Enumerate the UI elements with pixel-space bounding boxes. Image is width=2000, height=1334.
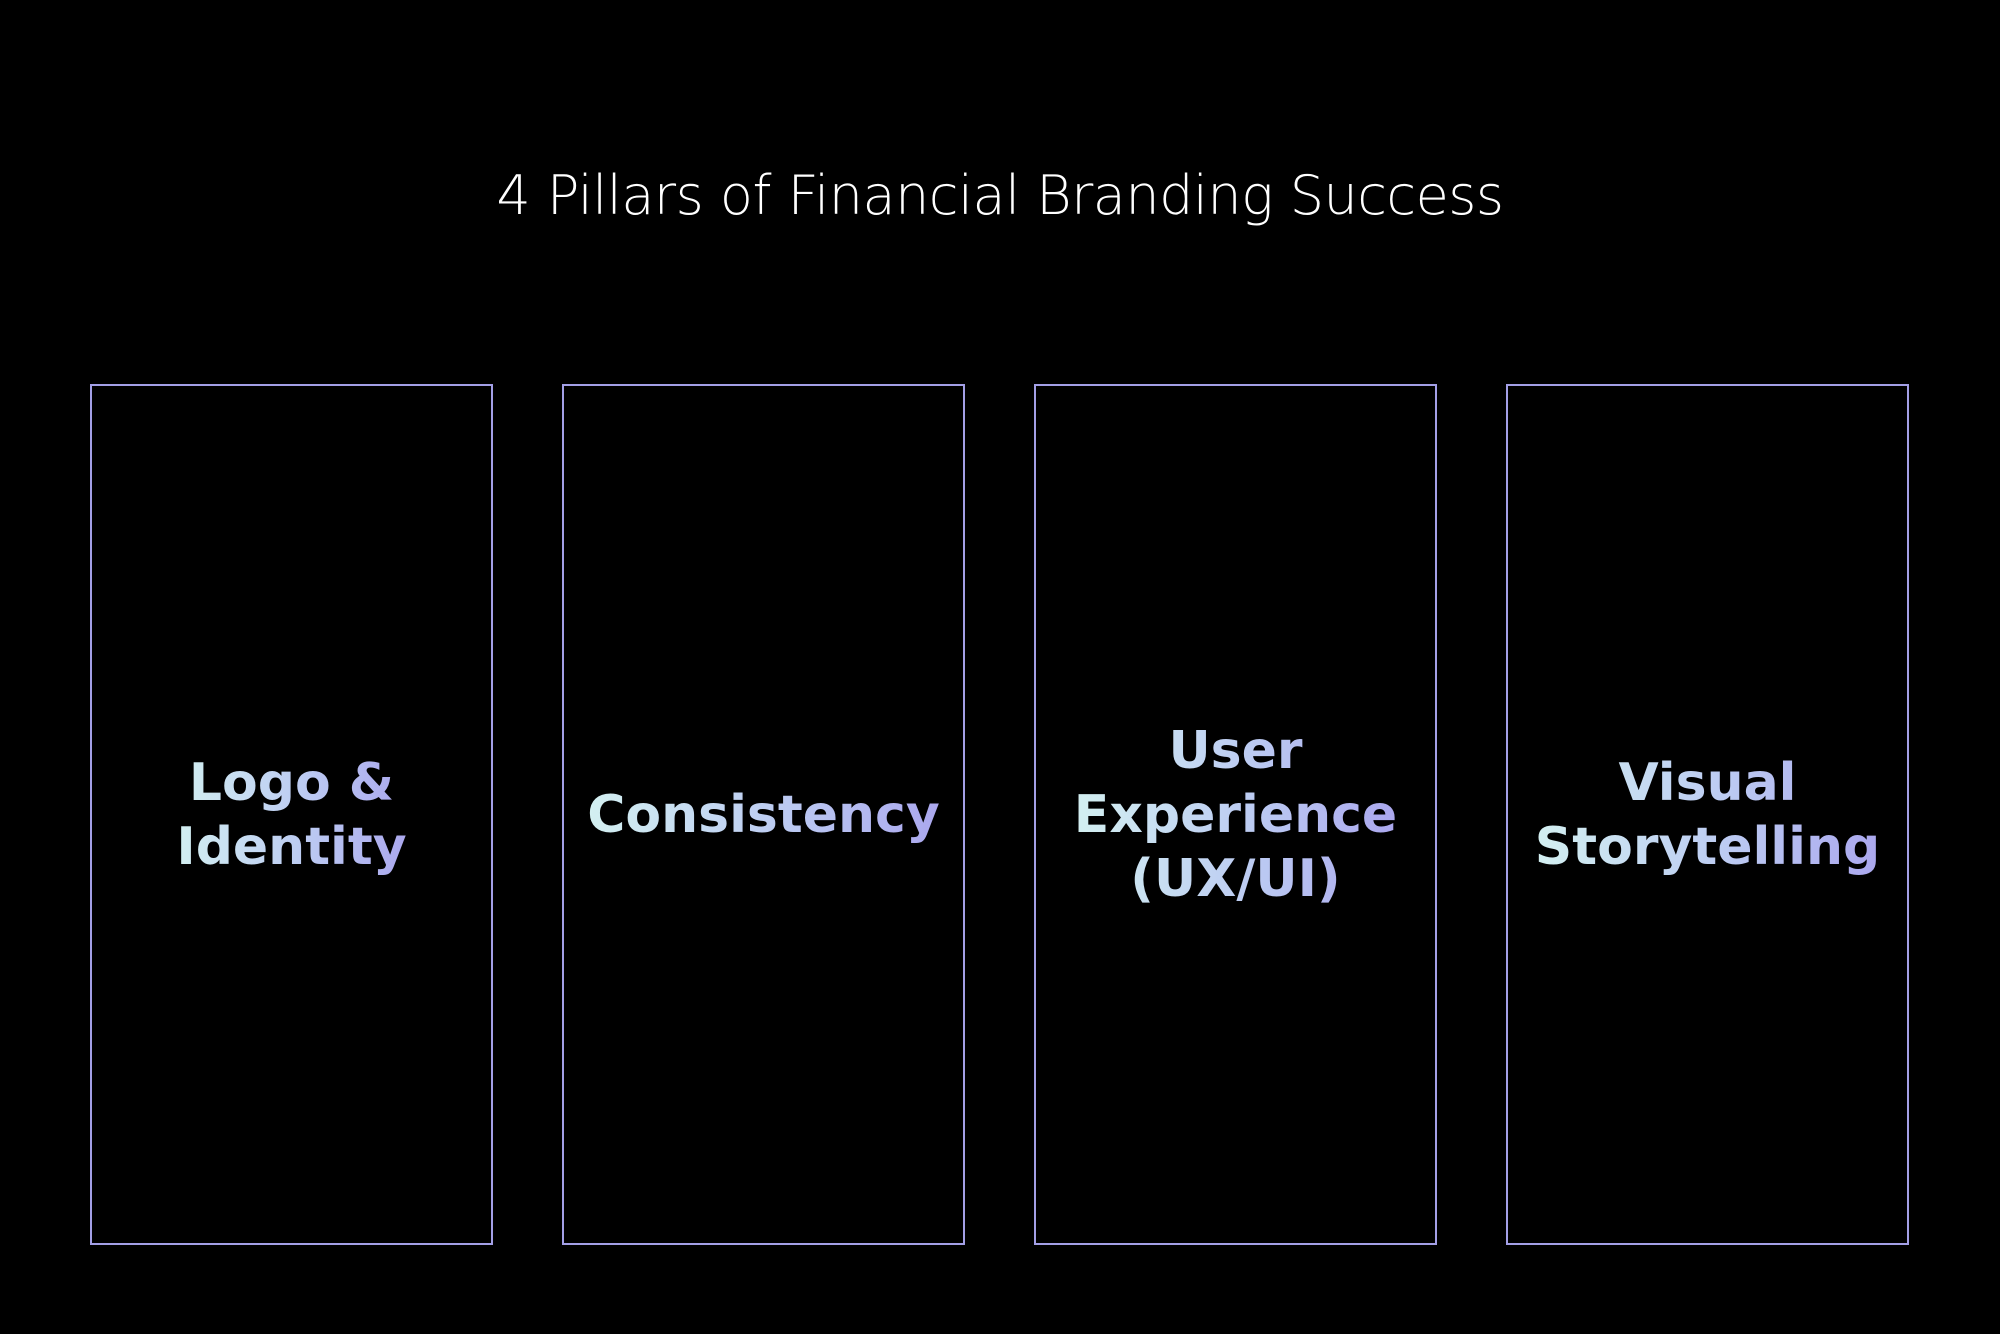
pillar-label: Logo & Identity <box>170 751 412 879</box>
pillar-box-visual-storytelling: Visual Storytelling <box>1506 384 1909 1245</box>
pillar-box-user-experience: User Experience (UX/UI) <box>1034 384 1437 1245</box>
pillar-label: Visual Storytelling <box>1529 751 1886 879</box>
pillar-label: User Experience (UX/UI) <box>1068 719 1403 911</box>
pillar-box-logo-identity: Logo & Identity <box>90 384 493 1245</box>
page-title: 4 Pillars of Financial Branding Success <box>496 164 1504 227</box>
pillar-box-consistency: Consistency <box>562 384 965 1245</box>
pillar-label: Consistency <box>581 783 946 847</box>
